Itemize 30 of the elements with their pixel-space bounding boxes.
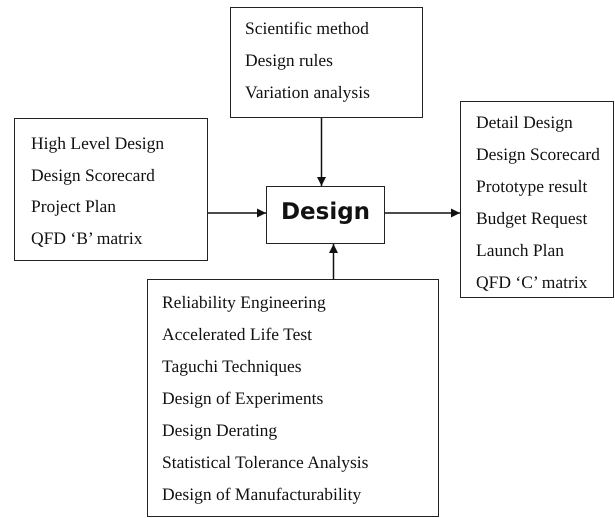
list-item: QFD ‘C’ matrix bbox=[476, 272, 588, 293]
process-label: Design bbox=[280, 199, 372, 225]
list-box bbox=[230, 7, 423, 118]
arrow bbox=[385, 208, 460, 218]
arrow bbox=[317, 118, 326, 186]
list-item: Detail Design bbox=[476, 112, 573, 133]
list-item: Prototype result bbox=[476, 176, 588, 197]
list-item: Design Scorecard bbox=[31, 164, 155, 186]
list-item: Design Scorecard bbox=[476, 144, 600, 165]
list-item: Launch Plan bbox=[476, 240, 564, 261]
list-item: Design of Experiments bbox=[162, 388, 324, 409]
arrow bbox=[329, 244, 338, 279]
list-item: QFD ‘B’ matrix bbox=[31, 228, 142, 248]
list-item: Taguchi Techniques bbox=[162, 356, 302, 377]
list-item: Design Derating bbox=[162, 420, 278, 441]
list-item: High Level Design bbox=[31, 133, 164, 154]
list-item: Design of Manufacturability bbox=[162, 484, 362, 505]
list-box bbox=[460, 101, 614, 298]
list-item: Budget Request bbox=[476, 208, 588, 229]
arrow bbox=[208, 208, 266, 218]
list-item: Variation analysis bbox=[245, 82, 370, 103]
list-box bbox=[147, 279, 439, 517]
process-box bbox=[266, 186, 385, 244]
list-item: Project Plan bbox=[31, 196, 116, 217]
list-item: Reliability Engineering bbox=[162, 292, 326, 313]
list-box bbox=[14, 118, 208, 261]
list-item: Design rules bbox=[245, 50, 333, 71]
list-item: Scientific method bbox=[245, 18, 369, 39]
list-item: Statistical Tolerance Analysis bbox=[162, 452, 368, 473]
list-item: Accelerated Life Test bbox=[162, 324, 312, 345]
